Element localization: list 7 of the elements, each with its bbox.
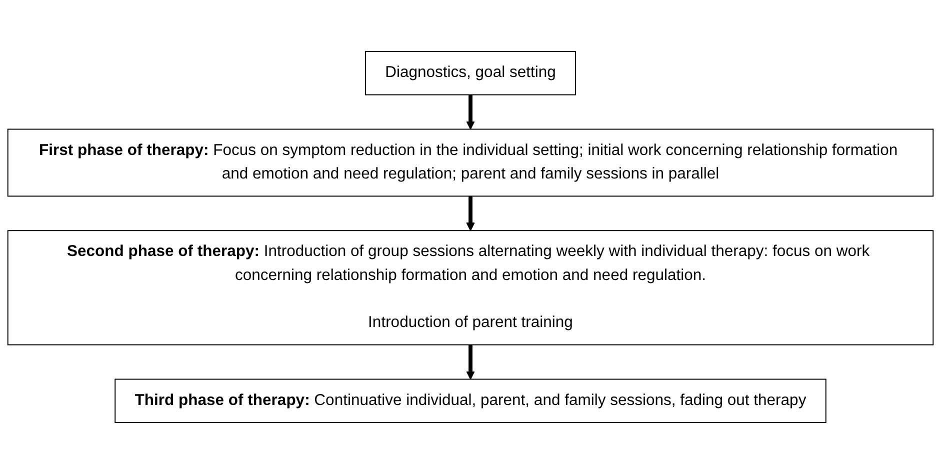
arrow (466, 344, 475, 380)
node-box: Second phase of therapy: Introduction of group sessions alternating weekly with individual therapy: focus on work concerning relationship formation and emotion and need regulation. Introduction of parent training (7, 230, 934, 346)
node-box: First phase of therapy: Focus on symptom reduction in the individual setting; initial work concerning relationship formation and emotion and need regulation; parent and family sessions in parallel (7, 128, 934, 197)
node-box: Third phase of therapy: Continuative individual, parent, and family sessions, fading out therapy (114, 378, 826, 424)
node-box: Diagnostics, goal setting (364, 50, 576, 96)
arrow (466, 196, 475, 231)
arrow (466, 94, 475, 130)
